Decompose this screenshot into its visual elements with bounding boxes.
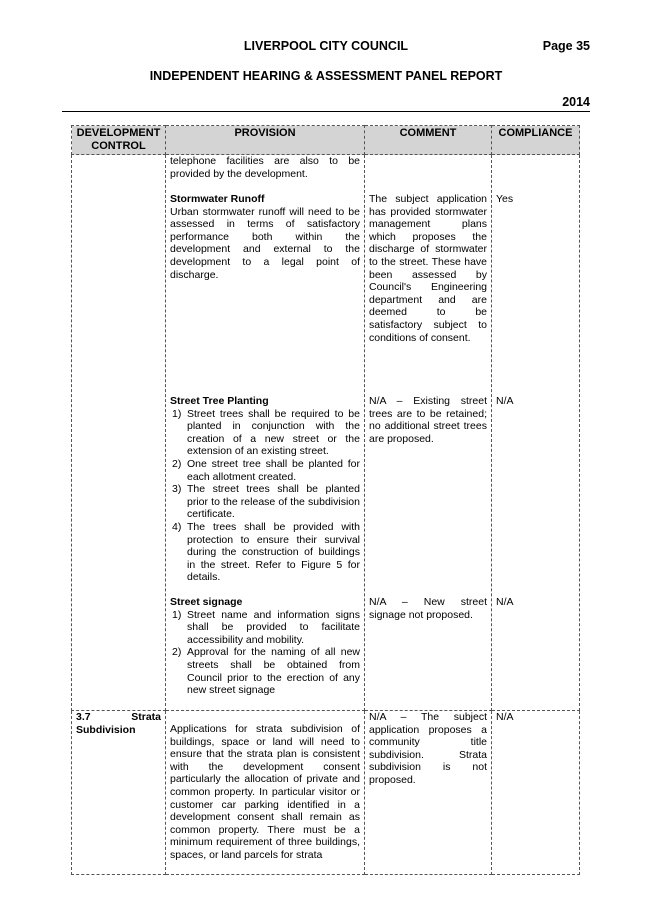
control-title-line2: Subdivision [76,723,136,736]
tree-planting-comment: N/A – Existing street trees are to be re… [369,395,487,445]
stormwater-comment: The subject application has provided sto… [369,193,487,344]
provision-cell: telephone facilities are also to be prov… [165,154,365,711]
tree-planting-heading: Street Tree Planting [170,395,269,407]
compliance-table: DEVELOPMENT CONTROL PROVISION COMMENT CO… [71,125,580,875]
strata-comment: N/A – The subject application proposes a… [364,710,492,875]
strata-compliance: N/A [491,710,580,875]
table-row: 3.7 Strata Subdivision Applications for … [71,710,580,875]
col-header-provision: PROVISION [165,125,365,155]
control-number: 3.7 [76,711,91,723]
col-header-control: DEVELOPMENT CONTROL [71,125,166,155]
strata-provision-text: Applications for strata subdivision of b… [170,723,360,861]
compliance-cell: Yes N/A N/A [491,154,580,711]
list-item: The trees shall be provided with protect… [172,520,360,584]
comment-cell: The subject application has provided sto… [364,154,492,711]
col-header-compliance: COMPLIANCE [491,125,580,155]
signage-comment: N/A – New street signage not proposed. [369,596,487,621]
control-cell: 3.7 Strata Subdivision [71,710,166,875]
tree-planting-list: Street trees shall be required to be pla… [170,408,360,584]
control-cell [71,154,166,711]
signage-provision: Street signage Street name and informati… [170,596,360,697]
tree-planting-compliance: N/A [496,395,514,407]
list-item: One street tree shall be planted for eac… [172,457,360,483]
table-header-row: DEVELOPMENT CONTROL PROVISION COMMENT CO… [71,125,580,155]
list-item: Approval for the naming of all new stree… [172,646,360,697]
control-title-word: Strata [131,711,161,723]
council-name: LIVERPOOL CITY COUNCIL [243,39,409,53]
signage-compliance: N/A [496,596,514,608]
table-row: telephone facilities are also to be prov… [71,154,580,711]
continued-text: telephone facilities are also to be prov… [170,155,360,180]
list-item: The street trees shall be planted prior … [172,483,360,521]
stormwater-heading: Stormwater Runoff [170,193,265,205]
stormwater-text: Urban stormwater runoff will need to be … [170,205,360,281]
list-item: Street trees shall be required to be pla… [172,407,360,458]
report-year: 2014 [562,95,590,109]
stormwater-compliance: Yes [496,193,514,205]
provision-cell: Applications for strata subdivision of b… [165,710,365,875]
header-rule [62,111,590,112]
col-header-comment: COMMENT [364,125,492,155]
tree-planting-provision: Street Tree Planting Street trees shall … [170,395,360,596]
list-item: Street name and information signs shall … [172,608,360,646]
stormwater-provision: Stormwater Runoff Urban stormwater runof… [170,193,360,395]
page-number: Page 35 [542,39,590,53]
signage-list: Street name and information signs shall … [170,609,360,697]
report-title: INDEPENDENT HEARING & ASSESSMENT PANEL R… [149,69,503,83]
signage-heading: Street signage [170,596,243,608]
